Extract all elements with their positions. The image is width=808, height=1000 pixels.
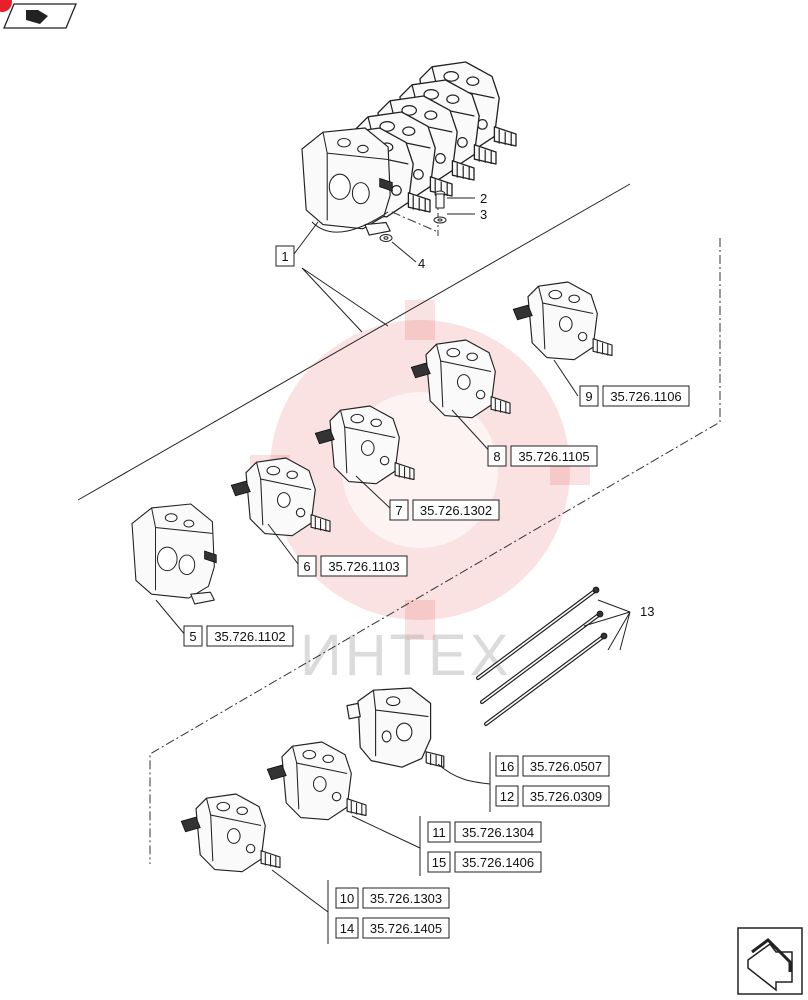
- part-label-16[interactable]: 16 35.726.0507: [495, 755, 610, 777]
- part-label-10[interactable]: 10 35.726.1303: [335, 887, 450, 909]
- part-label-14[interactable]: 14 35.726.1405: [335, 917, 450, 939]
- part-code-box: [362, 887, 450, 909]
- part-number: 8: [493, 449, 500, 464]
- part-label-9[interactable]: 9 35.726.1106: [579, 385, 690, 407]
- part-label-15[interactable]: 15 35.726.1406: [427, 851, 542, 873]
- part-number: 16: [500, 759, 514, 774]
- washer-item-4: [379, 234, 393, 242]
- part-number: 9: [585, 389, 592, 404]
- section-item-10: [180, 793, 281, 873]
- part-code: 35.726.1102: [214, 629, 285, 644]
- part-number-box: [183, 625, 203, 647]
- part-code-box: [454, 851, 542, 873]
- part-number-box: [487, 445, 507, 467]
- part-number-box: [427, 851, 451, 873]
- part-label-11[interactable]: 11 35.726.1304: [427, 821, 542, 843]
- part-code: 35.726.1105: [518, 449, 589, 464]
- callout-2: 2: [480, 191, 487, 206]
- part-code: 35.726.1103: [328, 559, 399, 574]
- part-number: 15: [432, 855, 446, 870]
- part-label-6[interactable]: 6 35.726.1103: [297, 555, 408, 577]
- part-code: 35.726.1303: [370, 891, 442, 906]
- part-label-12[interactable]: 12 35.726.0309: [495, 785, 610, 807]
- part-number: 6: [303, 559, 310, 574]
- section-item-9: [512, 281, 613, 361]
- washer-item-3: [433, 216, 447, 224]
- part-number: 14: [340, 921, 354, 936]
- part-code-box: [454, 821, 542, 843]
- part-number: 10: [340, 891, 354, 906]
- callout-1[interactable]: 1: [275, 245, 295, 267]
- part-number: 12: [500, 789, 514, 804]
- part-number-box: [427, 821, 451, 843]
- part-label-8[interactable]: 8 35.726.1105: [487, 445, 598, 467]
- part-label-7[interactable]: 7 35.726.1302: [389, 499, 500, 521]
- part-number: 11: [432, 825, 446, 840]
- part-code: 35.726.1405: [370, 921, 442, 936]
- bolt-item-2: [434, 190, 446, 209]
- part-label-5[interactable]: 5 35.726.1102: [183, 625, 294, 647]
- part-code: 35.726.1302: [420, 503, 492, 518]
- boundary-line: [149, 238, 721, 864]
- part-code-box: [602, 385, 690, 407]
- callout-13: 13: [640, 604, 654, 619]
- part-code: 35.726.0309: [530, 789, 602, 804]
- part-code-box: [412, 499, 500, 521]
- part-code-box: [510, 445, 598, 467]
- part-code: 35.726.1106: [610, 389, 681, 404]
- section-item-5: [131, 503, 217, 605]
- watermark-text: ИНТЕХ: [300, 623, 511, 688]
- part-number-box: [389, 499, 409, 521]
- part-number-box: [495, 755, 519, 777]
- callout-4: 4: [418, 256, 425, 271]
- separator-line: [77, 183, 631, 501]
- next-page-arrow-icon[interactable]: [737, 927, 803, 995]
- part-code-box: [362, 917, 450, 939]
- svg-text:1: 1: [281, 249, 288, 264]
- book-arrow-icon[interactable]: [0, 0, 77, 29]
- part-code-box: [522, 785, 610, 807]
- part-number: 5: [189, 629, 196, 644]
- part-code: 35.726.1304: [462, 825, 534, 840]
- part-code: 35.726.1406: [462, 855, 534, 870]
- section-item-11: [266, 741, 367, 821]
- part-number-box: [495, 785, 519, 807]
- callout-3: 3: [480, 207, 487, 222]
- part-number-box: [297, 555, 317, 577]
- part-number-box: [335, 917, 359, 939]
- part-number-box: [579, 385, 599, 407]
- part-code: 35.726.0507: [530, 759, 602, 774]
- part-code-box: [522, 755, 610, 777]
- part-number: 7: [395, 503, 402, 518]
- part-code-box: [320, 555, 408, 577]
- inlet-section-item-16: [346, 687, 445, 768]
- part-code-box: [206, 625, 294, 647]
- part-number-box: [335, 887, 359, 909]
